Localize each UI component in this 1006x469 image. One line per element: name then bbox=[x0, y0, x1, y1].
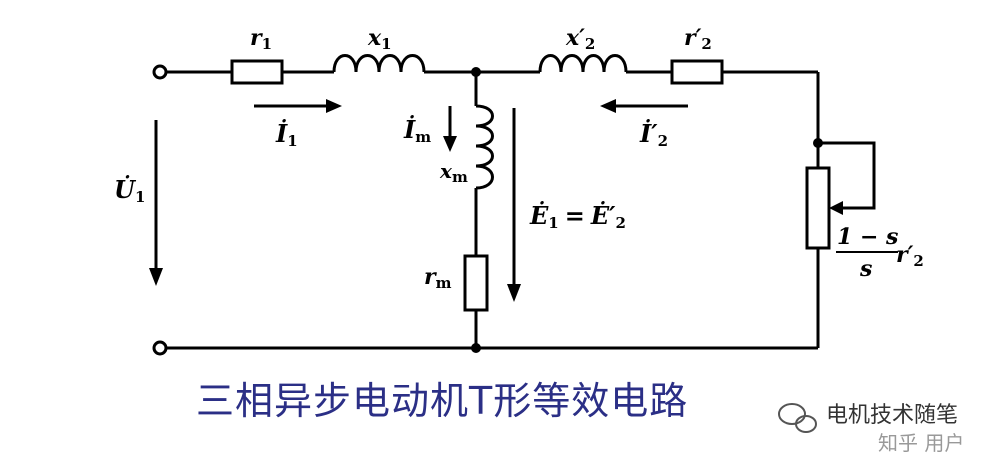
E1-arrow bbox=[507, 108, 521, 302]
label-load-r2p: r′2 bbox=[896, 242, 924, 270]
label-x2p: x′2 bbox=[565, 25, 595, 53]
top-terminal bbox=[152, 64, 168, 80]
label-xm: xm bbox=[439, 159, 468, 186]
bottom-junction bbox=[471, 343, 481, 353]
I2p-arrow bbox=[600, 99, 688, 113]
x2p-inductor bbox=[538, 54, 628, 73]
rm-resistor bbox=[463, 254, 489, 312]
x1-inductor bbox=[332, 54, 426, 73]
label-load-numerator: 1 − s bbox=[837, 224, 898, 250]
watermark: 电机技术随笔 知乎 用户 bbox=[778, 403, 964, 455]
label-I1: İ1 bbox=[275, 119, 298, 150]
label-x1: x1 bbox=[367, 25, 392, 53]
xm-inductor bbox=[475, 104, 494, 190]
U1-arrow bbox=[149, 120, 163, 286]
top-wires bbox=[166, 70, 820, 350]
bottom-terminal bbox=[152, 340, 168, 356]
label-U1: U̇1 bbox=[114, 175, 145, 206]
magnetizing-branch bbox=[463, 72, 494, 348]
diagram-title: 三相异步电动机T形等效电路 bbox=[196, 379, 688, 423]
r1-resistor bbox=[230, 59, 284, 85]
label-I2p: İ′2 bbox=[639, 119, 668, 150]
label-E-equation: Ė1=Ė′2 bbox=[529, 201, 626, 232]
watermark-account: 电机技术随笔 bbox=[826, 403, 958, 428]
label-load-denominator: s bbox=[859, 256, 872, 282]
wechat-icon bbox=[778, 403, 817, 433]
label-r1: r1 bbox=[250, 25, 272, 53]
I1-arrow bbox=[254, 99, 342, 113]
top-junction bbox=[471, 67, 481, 77]
label-r2p: r′2 bbox=[684, 25, 712, 53]
label-Im: İm bbox=[403, 115, 431, 146]
watermark-platform: 知乎 用户 bbox=[878, 431, 964, 455]
load-variable-resistor bbox=[805, 141, 876, 250]
Im-arrow bbox=[443, 106, 457, 152]
label-rm: rm bbox=[424, 264, 452, 292]
r2p-resistor bbox=[670, 59, 724, 85]
